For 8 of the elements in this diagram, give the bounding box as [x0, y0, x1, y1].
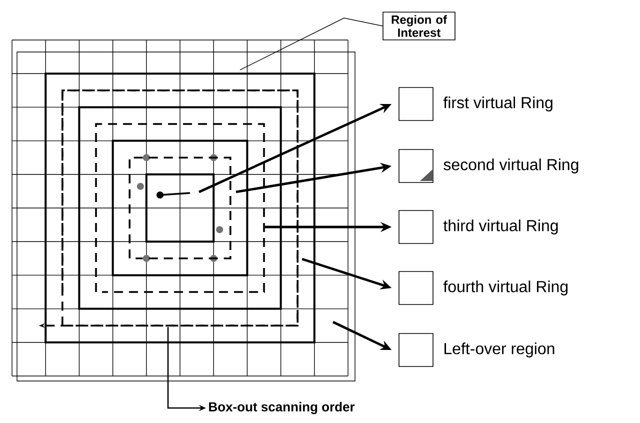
annotation-text: Box-out scanning order	[209, 402, 355, 414]
leader-line	[240, 18, 383, 70]
callout-box: Region of Interest	[382, 12, 456, 40]
ring-label: second virtual Ring	[444, 158, 578, 174]
ring-label: first virtual Ring	[443, 96, 552, 112]
ring-label: Left-over region	[444, 342, 554, 358]
ring-label: third virtual Ring	[443, 220, 558, 234]
ring-label: fourth virtual Ring	[443, 280, 568, 296]
